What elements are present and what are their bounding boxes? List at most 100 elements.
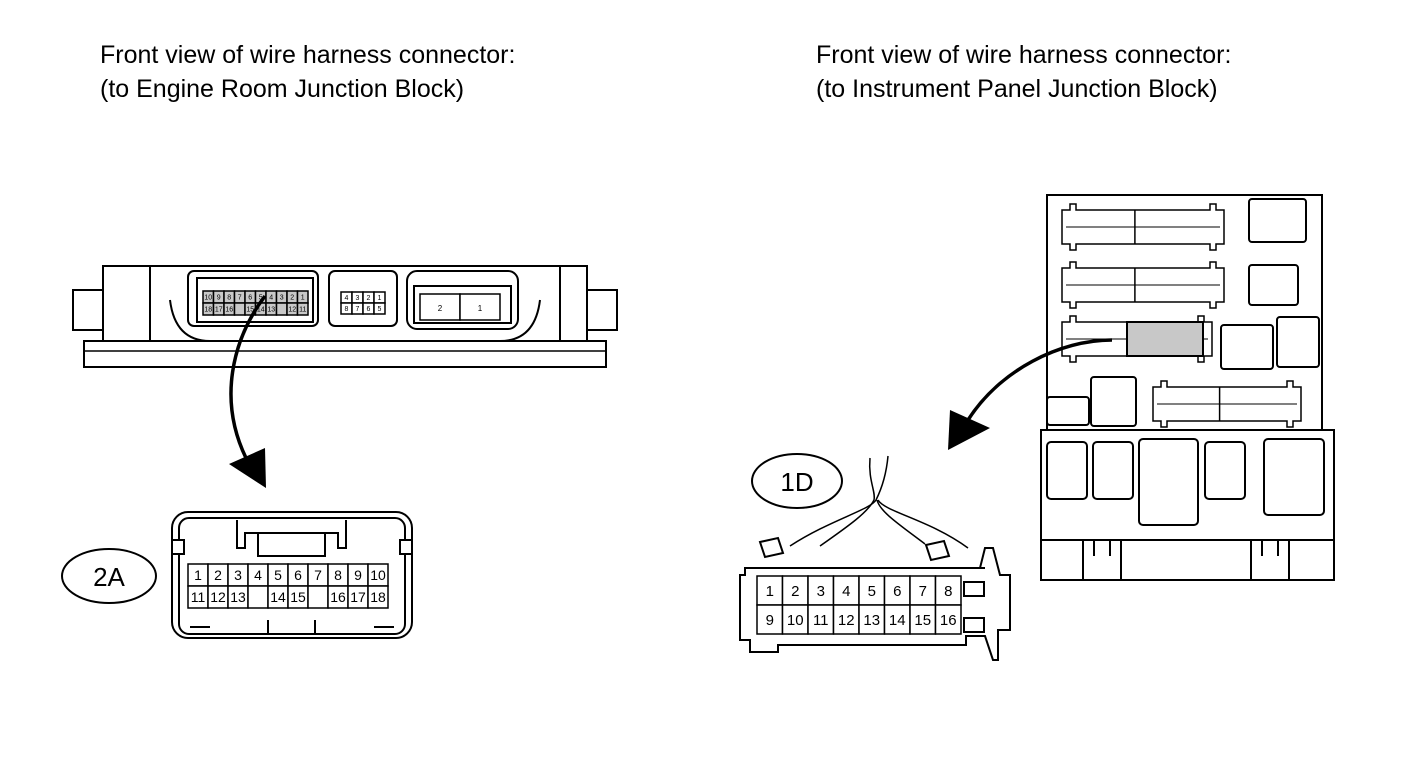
jb-mini-2a-pin-number: 2 [290, 295, 294, 302]
jb-mini-small-pin-number: 2 [367, 295, 371, 302]
fuse-holders [1061, 203, 1302, 428]
jb-mini-2a-pin-number: 17 [215, 307, 223, 314]
connector-2a-pin-number: 6 [294, 567, 302, 583]
connector-1d-cell [807, 575, 835, 606]
connector-2a-cell [307, 585, 329, 609]
connector-2a-pin-number: 14 [270, 589, 286, 605]
connector-2a-pin-number: 15 [290, 589, 306, 605]
jb-mini-2a-pin-number: 13 [267, 307, 275, 314]
connector-1d-pin-number: 8 [944, 583, 952, 600]
jb-mini-large-cell [459, 293, 501, 321]
jb-mini-2a-pin-number: 4 [269, 295, 273, 302]
jb-mini-small-pin-number: 1 [378, 295, 382, 302]
connector-1d-pin-number: 11 [813, 612, 829, 629]
jb-mini-2a-pin-number: 9 [217, 295, 221, 302]
jb-mini-2a-pin-number: 18 [204, 307, 212, 314]
connector-2a-cell [367, 585, 389, 609]
jb-mini-small-pin-number: 7 [356, 306, 360, 313]
jb-mini-small-pin-number: 5 [378, 306, 382, 313]
jb-mini-2a-pin-number: 16 [225, 307, 233, 314]
connector-2a-label-oval [61, 548, 157, 604]
connector-1d-cell [909, 604, 937, 635]
connector-2a-pin-number: 3 [234, 567, 242, 583]
connector-1d-pin-number: 5 [868, 583, 876, 600]
jb-mini-2a-cell [275, 302, 288, 316]
left-caption: Front view of wire harness connector: (t… [100, 38, 515, 106]
right-caption: Front view of wire harness connector: (t… [816, 38, 1231, 106]
connector-1d-cell [832, 604, 860, 635]
jb-mini-2a-pin-number: 8 [227, 295, 231, 302]
connector-1d-pin-number: 4 [842, 583, 850, 600]
connector-1d-pin-number: 12 [838, 612, 855, 629]
left-caption-line2: (to Engine Room Junction Block) [100, 75, 465, 103]
connector-1d-pin-number: 6 [893, 583, 901, 600]
connector-1d-pin-number: 10 [787, 612, 804, 629]
connector-2a-pin-number: 13 [230, 589, 246, 605]
jb-mini-2a-pin-number: 7 [238, 295, 242, 302]
connector-1d-pin-number: 1 [766, 583, 774, 600]
connector-1d-pin-number: 13 [863, 612, 880, 629]
connector-1d-pin-number: 15 [914, 612, 931, 629]
connector-1d-cell [883, 604, 911, 635]
connector-2a-pin-number: 10 [370, 567, 386, 583]
highlighted-connector-slot [1126, 321, 1204, 357]
arrow-left [229, 294, 267, 488]
connector-2a-pin-number: 16 [330, 589, 346, 605]
jb-mini-2a-pin-number: 3 [280, 295, 284, 302]
jb-mini-2a-pin-number: 15 [246, 307, 254, 314]
connector-2a-pin-number: 4 [254, 567, 262, 583]
jb-mini-small-cell [373, 302, 386, 315]
connector-2a-label: 2A [93, 562, 125, 592]
connector-2a-pin-number: 12 [210, 589, 226, 605]
connector-2a-pin-number: 17 [350, 589, 366, 605]
arrow-right [948, 338, 1113, 450]
right-caption-line1: Front view of wire harness connector: [816, 41, 1232, 69]
connector-2a-pin-number: 7 [314, 567, 322, 583]
jb-mini-large-pin-number: 1 [478, 304, 483, 313]
connector-2a-cell [247, 585, 269, 609]
jb-mini-2a-pin-number: 14 [257, 307, 265, 314]
connector-1d-cell [858, 575, 886, 606]
connector-1d-pin-number: 9 [766, 612, 774, 629]
connector-1d-cell [934, 575, 962, 606]
jb-mini-2a-pin-number: 6 [248, 295, 252, 302]
connector-1d-pin-number: 3 [817, 583, 825, 600]
connector-2a-pin-number: 8 [334, 567, 342, 583]
connector-2a-pin-number: 11 [191, 589, 206, 605]
jb-mini-2a-pin-number: 11 [299, 307, 306, 314]
connector-1d-pin-number: 14 [889, 612, 906, 629]
connector-1d-pin-number: 16 [940, 612, 957, 629]
jb-mini-2a-pin-number: 12 [288, 307, 296, 314]
connector-2a-pin-number: 9 [354, 567, 362, 583]
jb-mini-2a-pin-number: 5 [259, 295, 263, 302]
connector-2a-pin-number: 5 [274, 567, 282, 583]
jb-mini-small-pin-number: 6 [367, 306, 371, 313]
jb-mini-2a-pin-number: 1 [301, 295, 305, 302]
connector-1d-cell [934, 604, 962, 635]
jb-mini-large-cell [419, 293, 461, 321]
connector-1d-label-oval [751, 453, 843, 509]
jb-mini-2a-pin-number: 10 [204, 295, 212, 302]
connector-2a-pin-number: 2 [214, 567, 222, 583]
left-caption-line1: Front view of wire harness connector: [100, 41, 516, 69]
instrument-panel-junction-block [1040, 194, 1335, 581]
connector-1d-label: 1D [780, 467, 813, 497]
connector-2a-pin-number: 1 [194, 567, 202, 583]
jb-mini-2a-cell [233, 302, 246, 316]
jb-mini-small-pin-number: 8 [345, 306, 349, 313]
jb-mini-small-pin-number: 4 [345, 295, 349, 302]
connector-1d-pin-number: 7 [919, 583, 927, 600]
connector-2a-pin-number: 18 [370, 589, 386, 605]
connector-1d-pin-number: 2 [791, 583, 799, 600]
right-caption-line2: (to Instrument Panel Junction Block) [816, 75, 1218, 103]
jb-mini-2a-cell [296, 302, 309, 316]
